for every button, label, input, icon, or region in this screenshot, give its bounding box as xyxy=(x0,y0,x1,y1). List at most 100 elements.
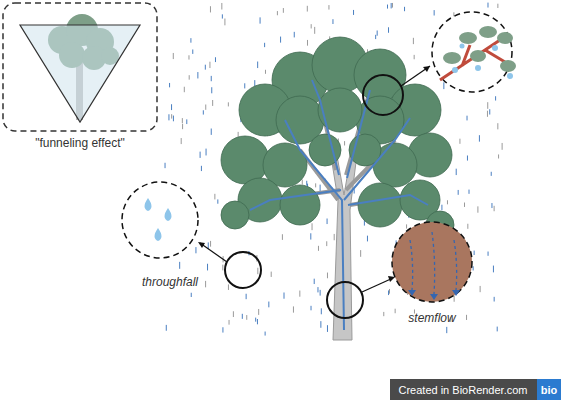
rain-drop xyxy=(200,152,201,158)
rain-drop xyxy=(268,302,269,308)
rain-drop xyxy=(467,116,468,121)
rain-drop xyxy=(222,265,223,271)
rain-drop xyxy=(389,289,390,294)
rain-drop xyxy=(171,104,172,110)
rain-drop xyxy=(284,292,285,298)
rain-drop xyxy=(228,102,229,106)
rain-drop xyxy=(453,12,454,16)
rain-drop xyxy=(192,49,193,53)
rain-drop xyxy=(255,318,256,322)
rain-drop xyxy=(294,32,295,38)
rain-drop xyxy=(344,141,345,145)
rain-drop xyxy=(209,62,210,68)
rain-drop xyxy=(456,169,457,175)
badge-logo xyxy=(537,379,561,400)
rain-drop xyxy=(165,163,166,168)
rain-drop xyxy=(327,273,328,279)
rain-drop xyxy=(254,80,255,86)
rain-drop xyxy=(497,4,498,8)
rain-drop xyxy=(246,294,247,299)
rain-drop xyxy=(487,3,488,8)
rain-drop xyxy=(314,279,315,284)
rain-drop xyxy=(497,123,498,129)
rain-drop xyxy=(315,183,316,187)
rain-drop xyxy=(302,180,303,185)
rain-drop xyxy=(317,287,318,292)
rain-drop xyxy=(434,10,435,15)
rain-drop xyxy=(306,181,307,186)
rain-drop xyxy=(493,266,494,273)
rain-drop xyxy=(311,306,312,311)
rain-drop xyxy=(497,327,498,332)
rain-drop xyxy=(184,87,185,92)
rain-drop xyxy=(182,124,183,129)
rain-drop xyxy=(280,37,281,43)
rain-drop xyxy=(224,19,225,26)
rain-drop xyxy=(181,138,182,144)
rain-drop xyxy=(173,116,174,122)
rain-drop xyxy=(441,205,442,211)
rain-drop xyxy=(320,321,321,328)
rain-drop xyxy=(474,251,475,255)
rain-drop xyxy=(173,53,174,59)
rain-drop xyxy=(320,185,321,192)
inset-frame xyxy=(3,3,157,131)
rain-drop xyxy=(480,286,481,292)
rain-drop xyxy=(502,143,503,150)
rain-drop xyxy=(264,43,265,47)
rain-drop xyxy=(353,10,354,15)
rain-drop xyxy=(332,19,333,24)
rain-drop xyxy=(191,293,192,297)
rain-drop xyxy=(443,82,444,89)
rain-drop xyxy=(171,114,172,118)
rain-drop xyxy=(495,96,496,100)
rain-drop xyxy=(488,252,489,256)
process-label: throughfall xyxy=(142,275,198,289)
rain-drop xyxy=(360,250,361,257)
rain-drop xyxy=(229,320,230,325)
rain-drop xyxy=(321,308,322,314)
rain-drop xyxy=(334,234,335,240)
rain-drop xyxy=(169,83,170,87)
rain-drop xyxy=(318,246,319,251)
rain-drop xyxy=(257,268,258,274)
rain-drop xyxy=(487,102,488,109)
process-label: stemflow xyxy=(408,311,455,325)
rain-drop xyxy=(310,233,311,239)
rain-drop xyxy=(387,5,388,9)
rain-drop xyxy=(447,200,448,204)
rain-drop xyxy=(388,27,389,32)
rain-drop xyxy=(207,264,208,271)
rain-drop xyxy=(487,111,488,117)
rain-drop xyxy=(477,206,478,212)
drops xyxy=(145,198,172,241)
rain-drop xyxy=(327,219,328,225)
rain-drop xyxy=(377,30,378,35)
rain-drop xyxy=(375,35,376,39)
stemflow-inset xyxy=(392,222,472,302)
rain-drop xyxy=(494,297,495,302)
rain-drop xyxy=(479,135,480,141)
watermark: Created in BioRender.com xyxy=(398,383,527,397)
rain-drop xyxy=(242,314,243,319)
rain-drop xyxy=(491,172,492,176)
rain-drop xyxy=(293,306,294,312)
rain-drop xyxy=(406,224,407,228)
leaf-inset xyxy=(432,12,512,92)
rain-drop xyxy=(222,14,223,18)
leaf-branch xyxy=(440,26,516,80)
rain-drop xyxy=(458,190,459,195)
rain-drop xyxy=(205,281,206,287)
rain-drop xyxy=(215,57,216,62)
rain-drop xyxy=(277,11,278,15)
rain-drop xyxy=(188,55,189,59)
rain-drop xyxy=(404,7,405,11)
rain-drop xyxy=(469,190,470,194)
rain-drop xyxy=(179,262,180,269)
rain-drop xyxy=(282,234,283,240)
rain-drop xyxy=(392,3,393,8)
rain-drop xyxy=(182,118,183,123)
rain-drop xyxy=(214,194,215,200)
rain-drop xyxy=(311,24,312,28)
